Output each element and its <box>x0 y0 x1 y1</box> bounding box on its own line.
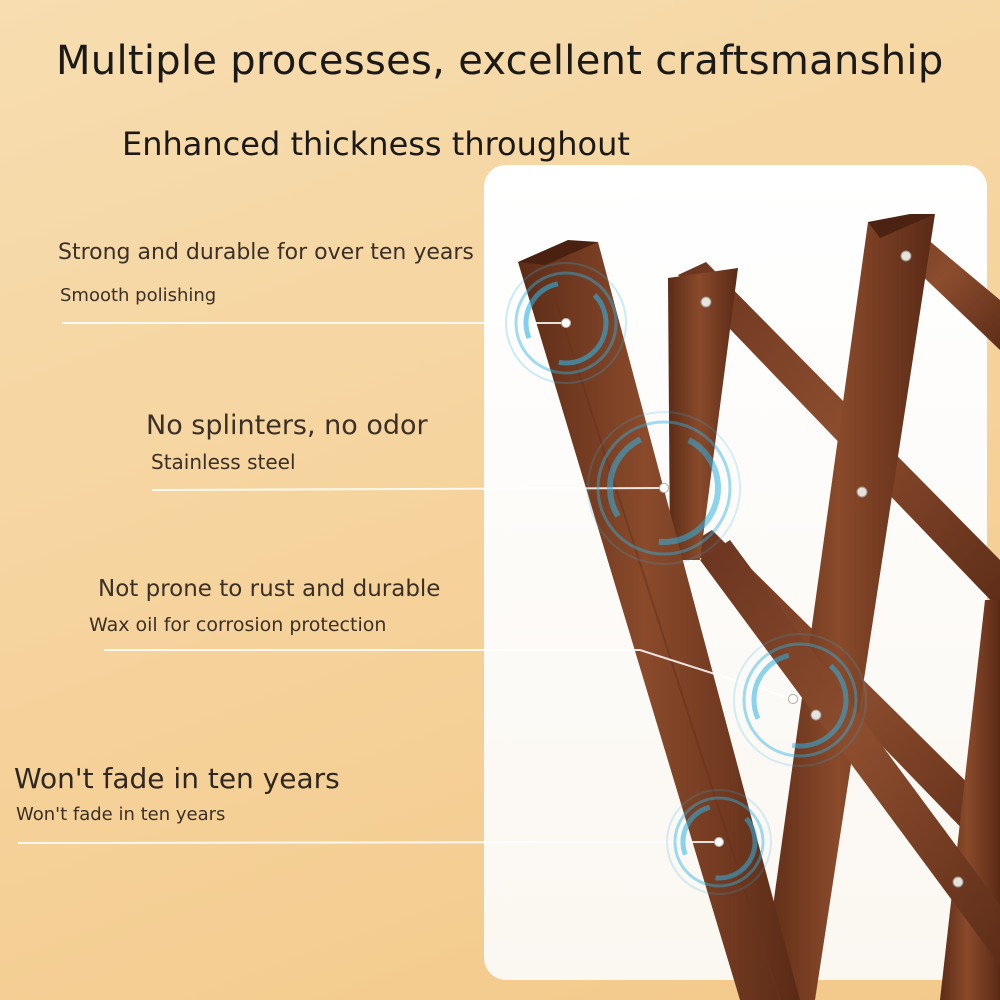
feature-3-title: Not prone to rust and durable <box>98 576 441 602</box>
page-subtitle: Enhanced thickness throughout <box>122 125 630 163</box>
feature-2-subtitle: Stainless steel <box>151 450 296 474</box>
feature-1-title: Strong and durable for over ten years <box>58 240 474 265</box>
feature-2-title: No splinters, no odor <box>146 410 428 441</box>
feature-3-subtitle: Wax oil for corrosion protection <box>89 614 387 636</box>
rack-inner-leg <box>668 268 738 560</box>
page-title: Multiple processes, excellent craftsmans… <box>56 38 944 84</box>
rack-front-slats <box>700 540 1000 965</box>
rack-right-leg <box>760 214 935 1000</box>
feature-4-title: Won't fade in ten years <box>14 762 340 795</box>
feature-4-subtitle: Won't fade in ten years <box>16 804 226 825</box>
feature-1-subtitle: Smooth polishing <box>60 285 217 306</box>
